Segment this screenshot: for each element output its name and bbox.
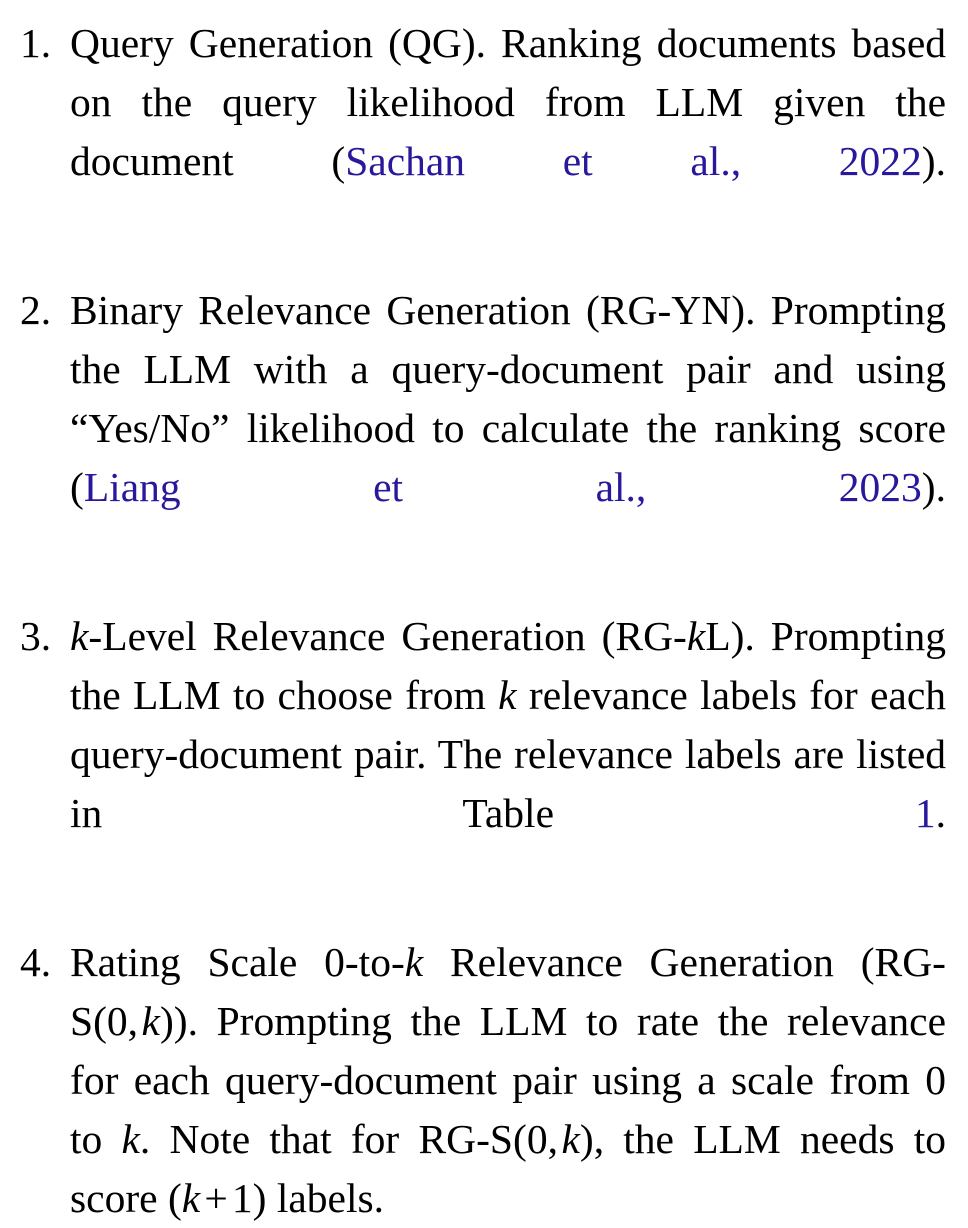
item3-segment-3: relevance labels for each query-document… xyxy=(70,672,946,836)
math-symbol-k: k xyxy=(561,1116,580,1162)
math-symbol-one: 1 xyxy=(231,1175,253,1221)
list-item-rating-scale-relevance-generation: 4. Rating Scale 0-to-k Relevance Generat… xyxy=(20,933,946,1228)
math-paren-close: ) xyxy=(252,1175,267,1221)
item2-text-before-citation: Binary Relevance Generation (RG-YN). Pro… xyxy=(70,287,946,510)
item3-segment-2: L). Prompting the LLM to choose from xyxy=(70,613,946,718)
item4-segment-1: Rating Scale xyxy=(70,939,325,985)
math-symbol-k: k xyxy=(181,1175,201,1221)
list-item-number: 4. xyxy=(20,939,52,985)
math-paren-open: ( xyxy=(93,998,107,1044)
math-symbol-k: k xyxy=(121,1116,140,1162)
math-symbol-k: k xyxy=(404,939,424,985)
math-symbol-zero: 0 xyxy=(106,998,128,1044)
citation-link-liang-2023[interactable]: Liang et al., 2023 xyxy=(83,464,922,510)
item4-segment-5: to xyxy=(70,1116,122,1162)
list-item-binary-relevance-generation: 2. Binary Relevance Generation (RG-YN). … xyxy=(20,281,946,576)
math-symbol-zero: 0 xyxy=(526,1116,548,1162)
item4-segment-3: Relevance Generation (RG-S xyxy=(70,939,946,1044)
list-item-number: 3. xyxy=(20,613,52,659)
math-symbol-k: k xyxy=(498,672,517,718)
math-symbol-zero: 0 xyxy=(324,939,345,985)
math-symbol-k: k xyxy=(70,613,89,659)
math-comma: , xyxy=(547,1116,558,1162)
math-paren-close: ) xyxy=(159,998,174,1044)
math-expression-rgs-0-k: (0, k) xyxy=(93,998,174,1044)
list-item-query-generation: 1. Query Generation (QG). Ranking docume… xyxy=(20,14,946,250)
llm-ranking-methods-list: 1. Query Generation (QG). Ranking docume… xyxy=(20,14,946,1228)
item1-text-after-citation: ). xyxy=(921,138,946,184)
item3-segment-4: . xyxy=(935,790,946,836)
item4-segment-8: labels. xyxy=(266,1175,385,1221)
math-expression-zero-to-k: 0-to-k xyxy=(324,939,423,985)
list-item-text: Query Generation (QG). Ranking documents… xyxy=(70,14,946,250)
paper-excerpt-page: 1. Query Generation (QG). Ranking docume… xyxy=(20,20,946,1221)
math-operator-plus: + xyxy=(204,1175,228,1221)
list-item-k-level-relevance-generation: 3. k-Level Relevance Generation (RG-kL).… xyxy=(20,607,946,902)
math-expression-k-plus-1: (k+1) xyxy=(168,1175,267,1221)
table-reference-link-1[interactable]: 1 xyxy=(914,790,936,836)
math-paren-open: ( xyxy=(167,1175,182,1221)
math-symbol-k: k xyxy=(686,613,706,659)
item2-text-after-citation: ). xyxy=(921,464,946,510)
math-symbol-zero: 0 xyxy=(925,1057,946,1103)
item1-text-before-citation: Query Generation (QG). Ranking documents… xyxy=(70,20,946,184)
item3-segment-1: -Level Relevance Generation (RG- xyxy=(88,613,687,659)
math-paren-close: ) xyxy=(579,1116,594,1162)
item4-segment-6: . Note that for RG-S xyxy=(139,1116,514,1162)
list-item-text: Rating Scale 0-to-k Relevance Generation… xyxy=(70,933,946,1228)
list-item-number: 2. xyxy=(20,287,52,333)
math-expression-rgs-0-k-second: (0, k) xyxy=(513,1116,594,1162)
math-comma: , xyxy=(127,998,139,1044)
list-item-text: Binary Relevance Generation (RG-YN). Pro… xyxy=(70,281,946,576)
item4-segment-2: -to- xyxy=(344,939,405,985)
citation-link-sachan-2022[interactable]: Sachan et al., 2022 xyxy=(345,138,922,184)
list-item-number: 1. xyxy=(20,20,52,66)
math-symbol-k: k xyxy=(141,998,160,1044)
math-paren-open: ( xyxy=(513,1116,527,1162)
item4-segment-4: ). Prompting the LLM to rate the relevan… xyxy=(70,998,946,1103)
list-item-text: k-Level Relevance Generation (RG-kL). Pr… xyxy=(70,607,946,902)
